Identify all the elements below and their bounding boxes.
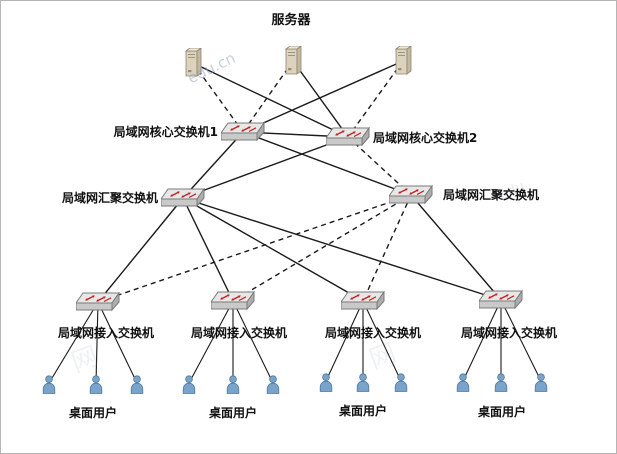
user-group-4 (456, 373, 548, 392)
server-icon-1 (185, 48, 202, 77)
agg-switch-right-label: 局域网汇聚交换机 (443, 188, 540, 202)
user-group-3 (319, 373, 408, 392)
link-aggright-access3 (362, 194, 412, 302)
link-server1-core2 (192, 62, 349, 138)
link-aggleft-access3 (182, 197, 364, 302)
server-icon-3 (395, 46, 412, 75)
access-switch-2-label: 局域网接入交换机 (190, 326, 287, 340)
user-icon (42, 375, 56, 394)
core-switch-2-label: 局域网核心交换机2 (373, 131, 478, 145)
core-switch-2-icon (326, 127, 370, 146)
desktop-users-1-label: 桌面用户 (68, 406, 117, 420)
link-core1-aggleft (182, 131, 244, 199)
user-link-lines (48, 299, 542, 384)
server-icon-2 (285, 46, 302, 75)
link-aggright-access4 (410, 194, 502, 301)
access-switch-3-icon (341, 291, 385, 310)
link-server2-core2 (292, 60, 349, 138)
user-icon (182, 375, 196, 394)
user-icon (266, 375, 280, 394)
desktop-users-3-label: 桌面用户 (338, 404, 387, 418)
desktop-users-2-label: 桌面用户 (208, 406, 257, 420)
access-switch-1-label: 局域网接入交换机 (57, 326, 154, 340)
access-switch-2-icon (211, 291, 255, 310)
user-icon (456, 373, 470, 392)
link-aggright-access2 (232, 194, 412, 302)
core-switch-1-icon (221, 122, 265, 141)
link-aggleft-access2 (182, 197, 234, 302)
user-icon (226, 375, 240, 394)
access-switch-4-icon (479, 290, 523, 309)
access-switch-1-icon (76, 292, 120, 311)
link-aggleft-access4 (182, 197, 502, 301)
user-icon (534, 373, 548, 392)
link-lines (97, 60, 502, 303)
link-aggleft-access1 (97, 197, 184, 303)
core-switch-1-label: 局域网核心交换机1 (113, 125, 218, 139)
agg-switch-left-icon (161, 188, 205, 207)
user-icon (494, 373, 508, 392)
user-group-1 (42, 375, 144, 394)
link-server3-core1 (242, 60, 404, 133)
agg-switch-right-icon (389, 185, 433, 204)
link-core2-aggleft (182, 136, 349, 199)
user-icon (356, 373, 370, 392)
servers-title-label: 服务器 (271, 13, 311, 28)
user-group-2 (182, 375, 280, 394)
link-core1-aggright (242, 131, 412, 196)
link-server3-core2 (347, 60, 404, 138)
user-icon (89, 375, 103, 394)
access-switch-3-label: 局域网接入交换机 (324, 326, 421, 340)
agg-switch-left-label: 局域网汇聚交换机 (61, 191, 158, 205)
user-icon (394, 373, 408, 392)
user-icon (130, 375, 144, 394)
desktop-users-4-label: 桌面用户 (477, 405, 526, 419)
access-switch-4-label: 局域网接入交换机 (460, 326, 557, 340)
link-aggright-access1 (97, 194, 412, 303)
link-server2-core1 (242, 60, 294, 133)
user-icon (319, 373, 333, 392)
